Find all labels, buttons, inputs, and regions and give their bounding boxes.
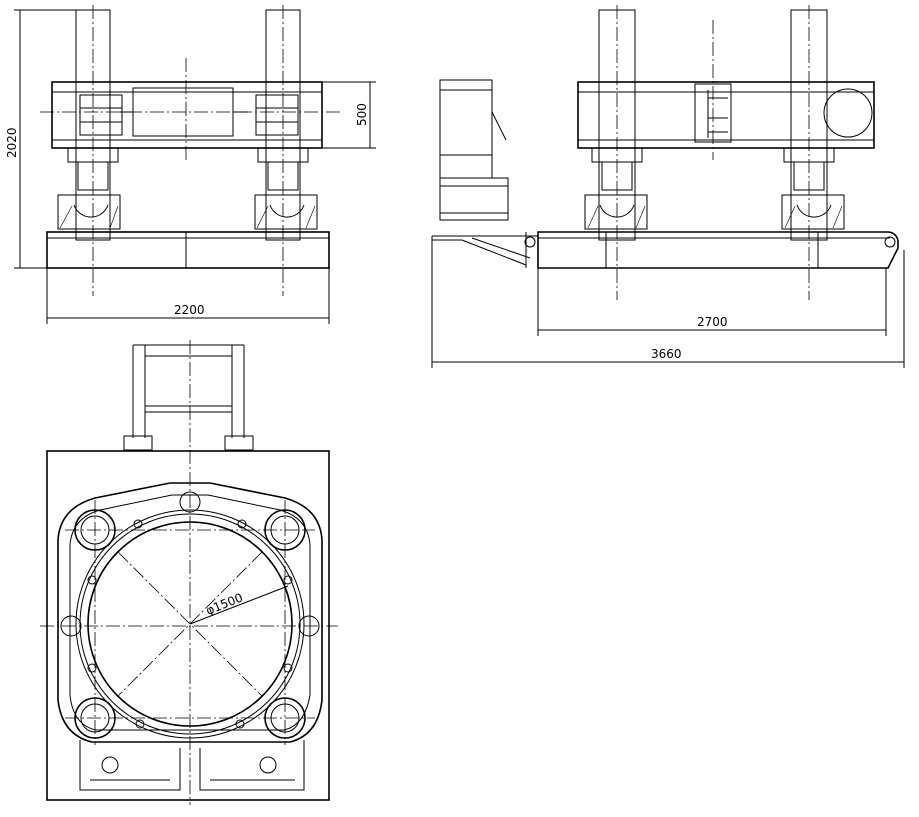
dim-length-total: 3660 (651, 347, 682, 361)
front-view (40, 5, 340, 296)
side-view (432, 5, 899, 300)
dim-ring-diameter: φ1500 (204, 590, 245, 617)
dim-frame-height: 500 (355, 103, 369, 126)
dim-height-total: 2020 (5, 127, 19, 158)
front-view-dimensions (14, 9, 376, 324)
side-view-dimensions (431, 236, 905, 368)
dim-length-wheelbase: 2700 (697, 315, 728, 329)
top-view (40, 340, 338, 805)
dim-width-front: 2200 (174, 303, 205, 317)
